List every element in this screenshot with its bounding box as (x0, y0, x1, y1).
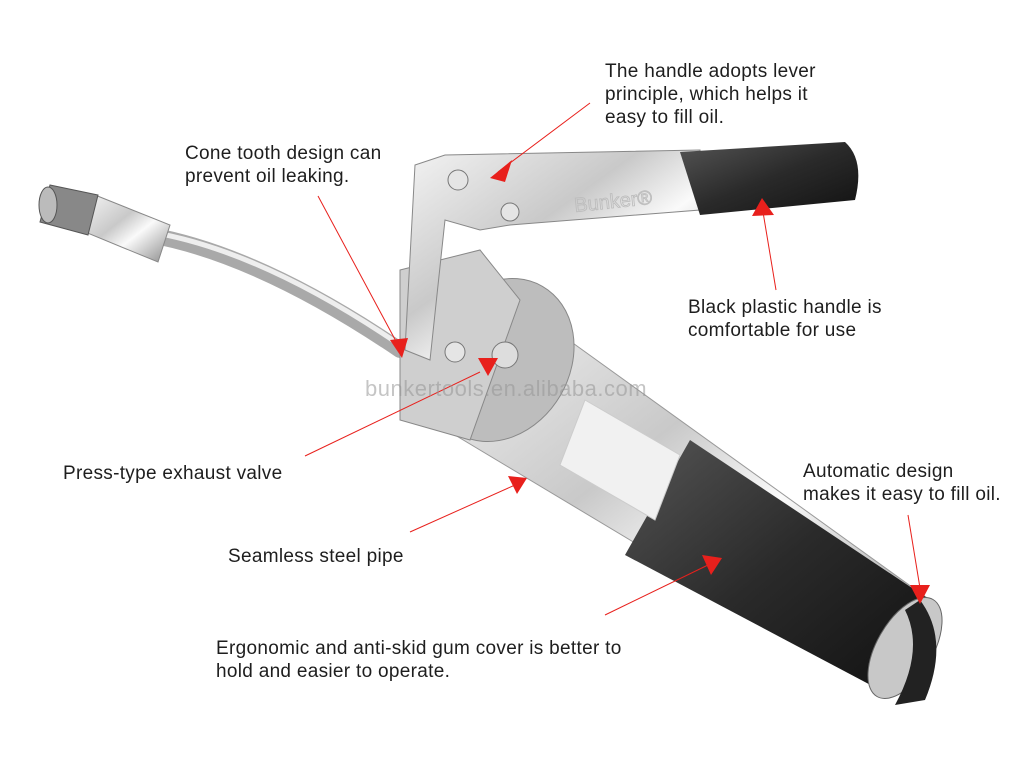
annotation-line: Ergonomic and anti-skid gum cover is bet… (216, 638, 622, 659)
annotation-handle-lever: The handle adopts lever principle, which… (605, 60, 816, 129)
annotation-exhaust-valve: Press-type exhaust valve (63, 462, 282, 485)
watermark: bunkertools.en.alibaba.com (365, 376, 648, 401)
annotation-line: makes it easy to fill oil. (803, 484, 1001, 505)
annotation-line: principle, which helps it (605, 84, 808, 105)
annotation-line: Automatic design (803, 461, 954, 482)
pointer-steel-pipe (409, 484, 516, 533)
annotation-gum-cover: Ergonomic and anti-skid gum cover is bet… (216, 637, 622, 683)
annotation-automatic: Automatic design makes it easy to fill o… (803, 460, 1001, 506)
pointer-automatic (907, 514, 921, 589)
pointer-exhaust-valve (304, 371, 481, 457)
annotation-line: prevent oil leaking. (185, 166, 350, 187)
annotation-line: Press-type exhaust valve (63, 463, 283, 484)
annotation-line: Cone tooth design can (185, 143, 382, 164)
pointer-cone-tooth (317, 195, 399, 346)
pointer-handle-lever (497, 102, 591, 173)
annotation-pointers (304, 102, 930, 616)
pointer-gum-cover (604, 564, 709, 616)
pointer-black-handle (762, 211, 777, 291)
annotation-line: Seamless steel pipe (228, 546, 404, 567)
nozzle (38, 184, 408, 358)
annotation-cone-tooth: Cone tooth design can prevent oil leakin… (185, 142, 381, 188)
annotation-line: comfortable for use (688, 320, 857, 341)
annotation-line: The handle adopts lever (605, 61, 816, 82)
annotation-black-handle: Black plastic handle is comfortable for … (688, 296, 882, 342)
annotation-steel-pipe: Seamless steel pipe (228, 545, 404, 568)
annotation-line: easy to fill oil. (605, 107, 725, 128)
lever-handle: Bunker® (404, 142, 859, 363)
annotation-line: Black plastic handle is (688, 297, 882, 318)
annotation-line: hold and easier to operate. (216, 661, 451, 682)
